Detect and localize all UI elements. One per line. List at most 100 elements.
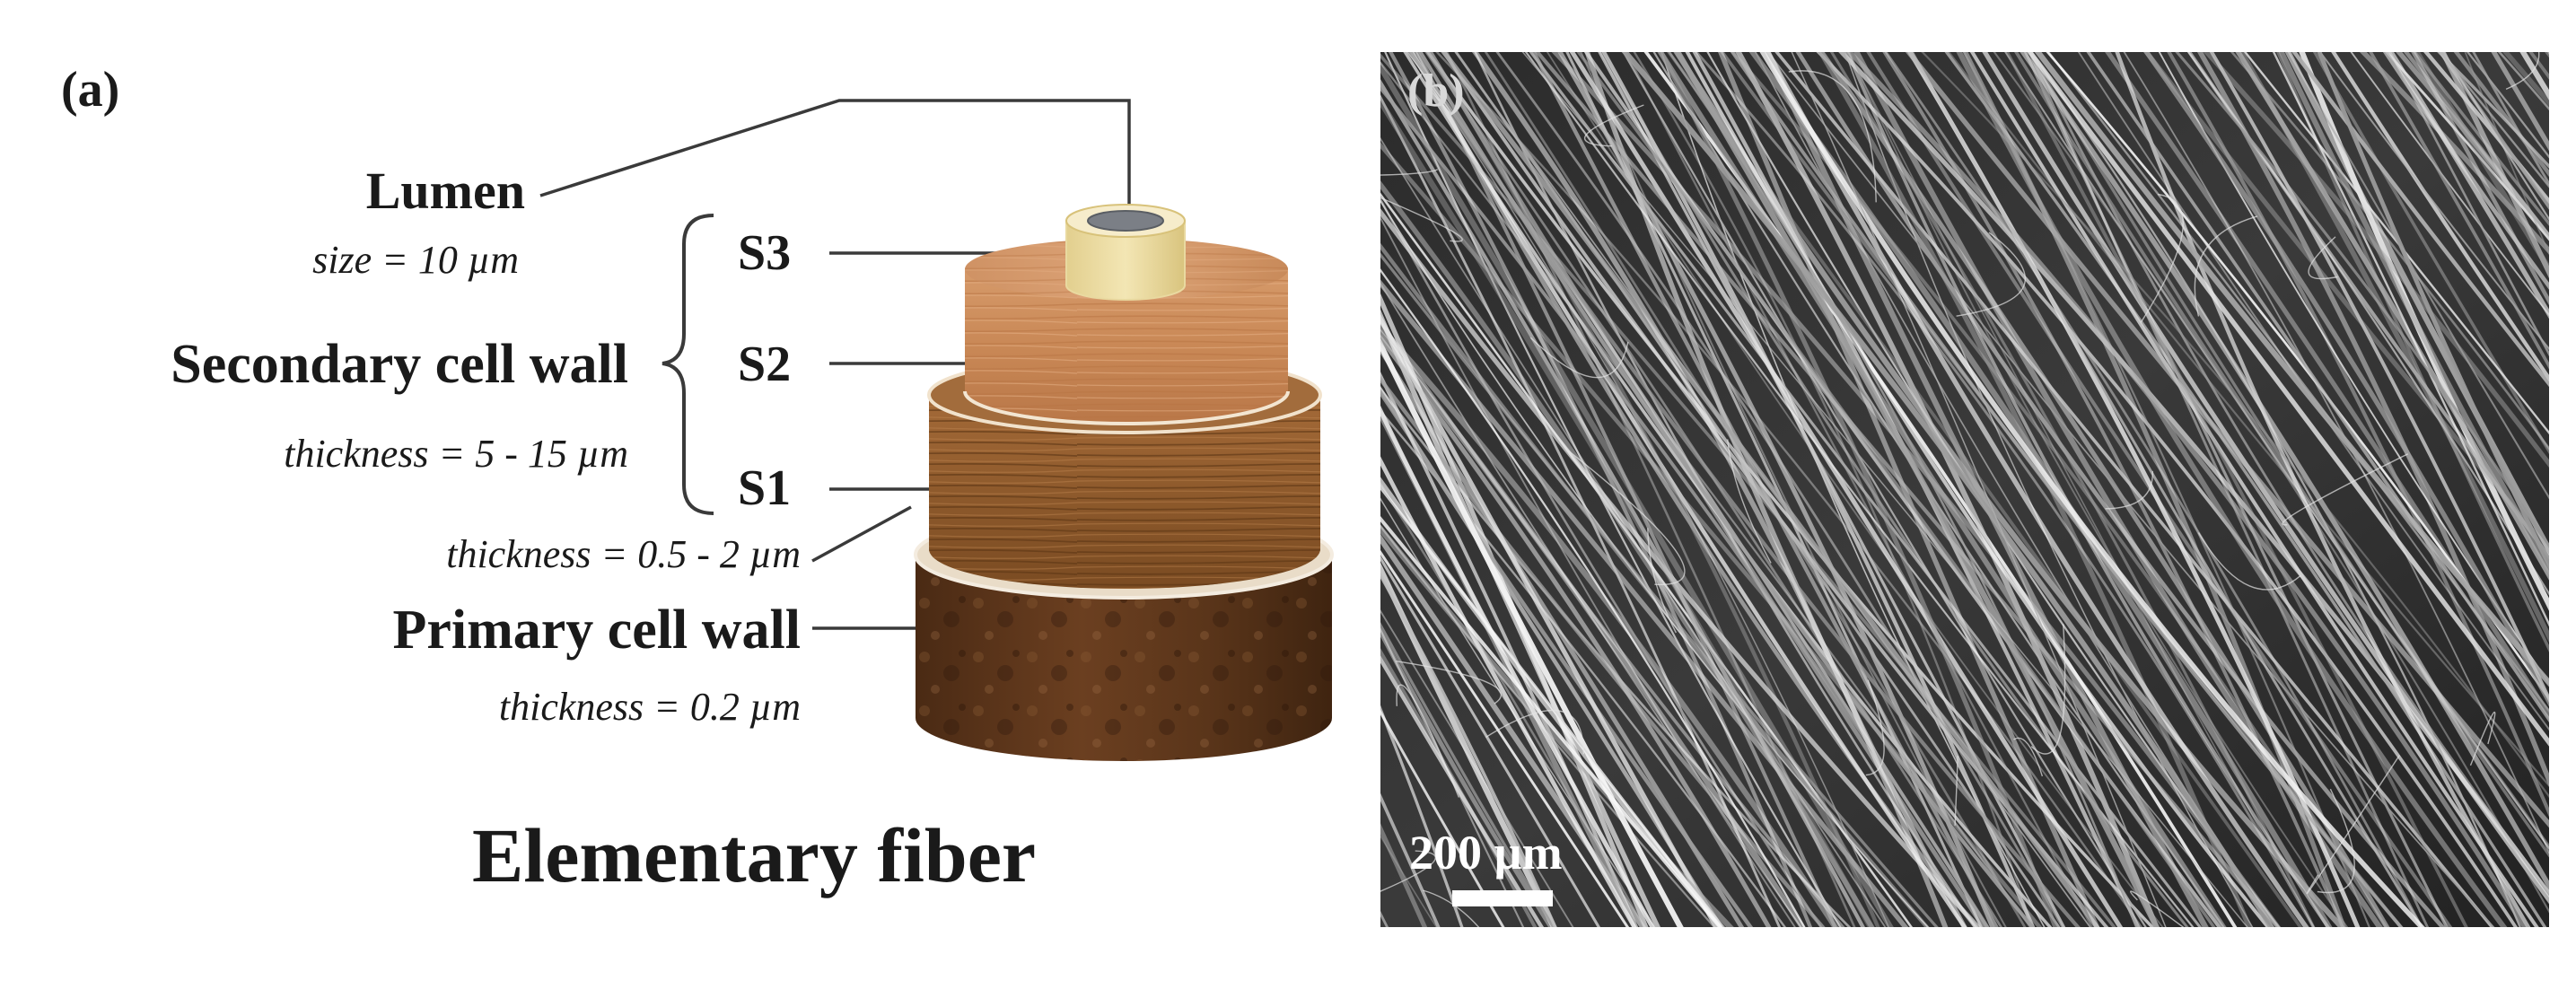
sem-fiber	[1380, 705, 1464, 927]
sem-fiber	[1847, 52, 2315, 927]
sem-fibril	[2105, 470, 2154, 510]
sem-fiber	[2272, 52, 2549, 627]
sem-fiber	[1380, 515, 1723, 927]
sem-fiber	[1418, 52, 2036, 927]
sem-fiber	[2440, 52, 2549, 279]
sem-fiber	[1905, 52, 2549, 828]
s1-note: thickness = 0.5 - 2 µm	[446, 532, 801, 576]
sem-fiber	[1380, 85, 1990, 927]
sem-fiber	[1818, 52, 2252, 927]
secondary-wall-note: thickness = 5 - 15 µm	[284, 432, 628, 476]
sem-fiber	[1380, 309, 1661, 927]
sem-fiber	[1495, 52, 2064, 927]
sem-fiber	[1380, 322, 1839, 927]
sem-fiber	[1685, 52, 2271, 927]
panel-b-label: (b)	[1407, 66, 1465, 117]
sem-fiber	[2086, 52, 2549, 723]
sem-fiber	[1838, 52, 2549, 898]
sem-fibril	[1422, 889, 1480, 927]
sem-fiber	[1380, 337, 1684, 927]
sem-fiber	[1759, 52, 2425, 927]
sem-fiber	[2439, 52, 2549, 188]
sem-fiber	[1694, 52, 2315, 927]
sem-fiber	[2350, 52, 2549, 317]
sem-fibril	[1865, 679, 1885, 776]
sem-fiber	[2020, 52, 2549, 891]
sem-fiber	[2331, 52, 2549, 382]
sem-fiber	[1668, 52, 2138, 927]
sem-fibril	[1956, 232, 2026, 317]
sem-fibril	[1396, 684, 1460, 798]
sem-fibril	[2306, 755, 2400, 894]
sem-fiber	[1380, 252, 1939, 927]
sem-fiber	[1380, 79, 1865, 927]
sem-fibril	[1406, 52, 1452, 115]
sem-fiber	[1569, 52, 2124, 927]
sem-fiber	[1380, 53, 2116, 927]
sem-fiber	[2570, 0, 2576, 998]
sem-fiber	[2027, 52, 2549, 747]
sem-fibril	[1567, 450, 1686, 586]
sem-fiber	[1565, 52, 1983, 927]
sem-fibril	[2129, 890, 2185, 927]
sem-fiber	[2442, 52, 2549, 222]
sem-fibril	[2505, 52, 2540, 90]
sem-fiber	[2466, 52, 2549, 159]
sem-fiber	[2423, 52, 2549, 205]
sem-fiber	[2413, 52, 2549, 275]
sem-fiber	[1380, 334, 1772, 927]
sem-fiber	[1795, 52, 2446, 927]
sem-fiber	[1956, 52, 2508, 927]
scale-bar	[1452, 890, 1553, 906]
sem-fiber	[2143, 52, 2549, 707]
sem-fiber	[1380, 627, 1554, 927]
sem-fiber	[1435, 52, 2143, 927]
sem-fiber	[1425, 52, 2155, 927]
sem-fiber	[1380, 709, 1505, 927]
sem-fiber	[2369, 52, 2549, 370]
sem-fiber	[2046, 52, 2549, 702]
sem-fiber	[1380, 572, 1557, 927]
sem-fiber	[1380, 482, 1646, 927]
sem-fiber	[1380, 387, 1852, 927]
scale-bar-label: 200 µm	[1409, 826, 1563, 880]
sem-fiber	[2209, 52, 2549, 704]
sem-fibril	[1380, 850, 1436, 892]
sem-fiber	[1657, 52, 2227, 927]
sem-fiber	[2278, 52, 2549, 575]
fiber-illustration	[914, 204, 1334, 761]
sem-fiber	[1380, 96, 1874, 927]
sem-fiber	[1484, 52, 2027, 927]
sem-fiber	[2004, 52, 2468, 927]
sem-fibril	[2282, 453, 2409, 526]
sem-fiber	[1380, 524, 1716, 927]
sem-fiber	[1576, 52, 2216, 927]
sem-fiber	[2318, 52, 2549, 351]
sem-fiber	[1380, 655, 1545, 927]
sem-fiber	[1380, 608, 1574, 927]
s3-label: S3	[738, 225, 791, 281]
sem-fiber	[1674, 52, 2160, 927]
sem-fibril	[1380, 169, 1439, 176]
sem-fiber	[1766, 52, 2495, 927]
sem-fiber	[1380, 627, 1525, 927]
sem-fiber	[2004, 52, 2549, 850]
sem-fiber	[1580, 52, 2007, 927]
lumen-leader	[539, 99, 1131, 212]
secondary-wall-title: Secondary cell wall	[171, 334, 628, 395]
sem-fiber	[1380, 180, 1875, 927]
sem-fibril	[1647, 528, 1678, 634]
sem-fiber	[1380, 314, 1719, 927]
sem-fiber	[2291, 52, 2549, 388]
sem-fiber	[2413, 52, 2549, 226]
sem-fiber	[1380, 215, 1796, 927]
sem-fiber	[1380, 376, 1826, 927]
lumen-title: Lumen	[366, 162, 525, 220]
sem-fiber	[1673, 52, 2346, 927]
primary-wall-title: Primary cell wall	[393, 600, 802, 661]
sem-fiber	[1380, 555, 1601, 927]
sem-fiber	[1963, 52, 2370, 927]
sem-fiber	[1380, 622, 1555, 927]
sem-fiber	[1529, 52, 2203, 927]
